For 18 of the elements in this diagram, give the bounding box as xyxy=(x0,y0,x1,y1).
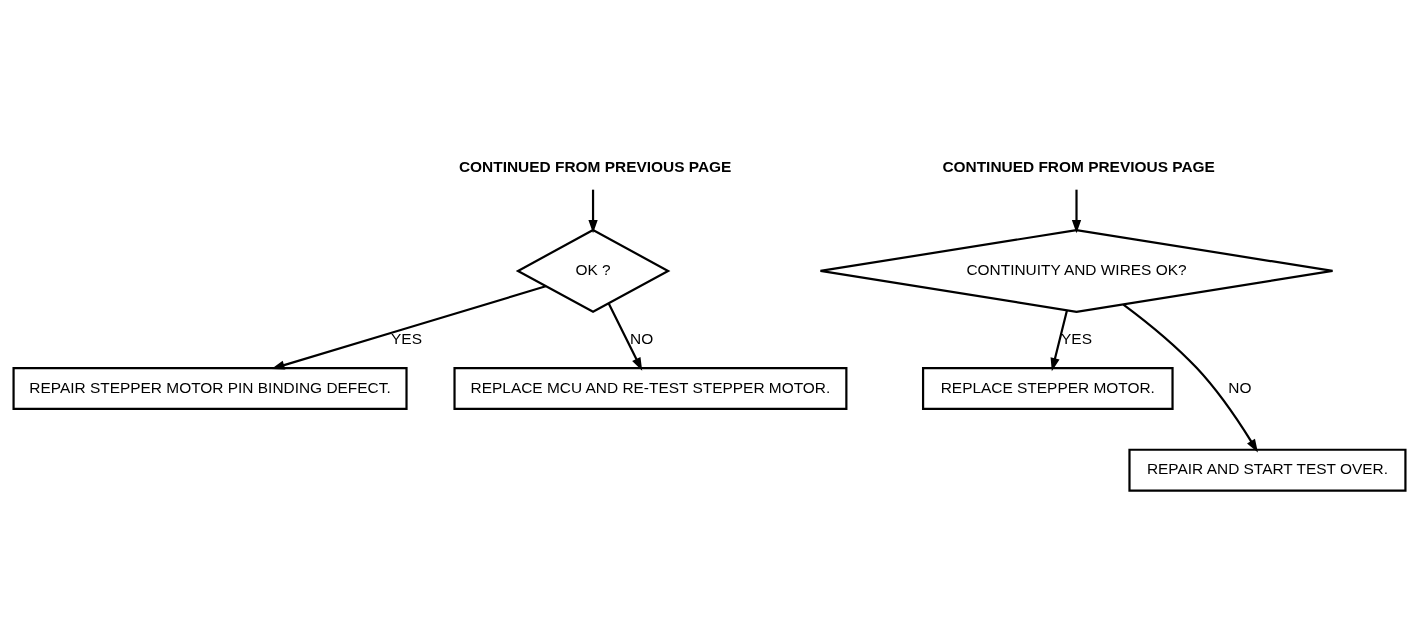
node-diamond: OK ? xyxy=(515,228,671,313)
edge-label: YES xyxy=(391,329,422,347)
arrow xyxy=(271,284,546,370)
arrow xyxy=(1050,309,1069,371)
edge-label: NO xyxy=(630,329,654,347)
node-text: CONTINUED FROM PREVIOUS PAGE xyxy=(458,157,732,175)
edge-label: NO xyxy=(1228,378,1252,396)
arrow xyxy=(1122,303,1258,452)
node-box: REPLACE MCU AND RE-TEST STEPPER MOTOR. xyxy=(453,366,848,410)
edge-label: YES xyxy=(1061,329,1092,347)
node-box: REPAIR AND START TEST OVER. xyxy=(1128,448,1407,492)
arrow xyxy=(1071,189,1082,233)
arrow xyxy=(607,302,643,371)
node-diamond: CONTINUITY AND WIRES OK? xyxy=(819,228,1334,313)
node-box: REPLACE STEPPER MOTOR. xyxy=(921,366,1174,410)
node-box: REPAIR STEPPER MOTOR PIN BINDING DEFECT. xyxy=(12,366,408,410)
arrow xyxy=(588,189,598,233)
node-text: CONTINUED FROM PREVIOUS PAGE xyxy=(942,157,1215,175)
